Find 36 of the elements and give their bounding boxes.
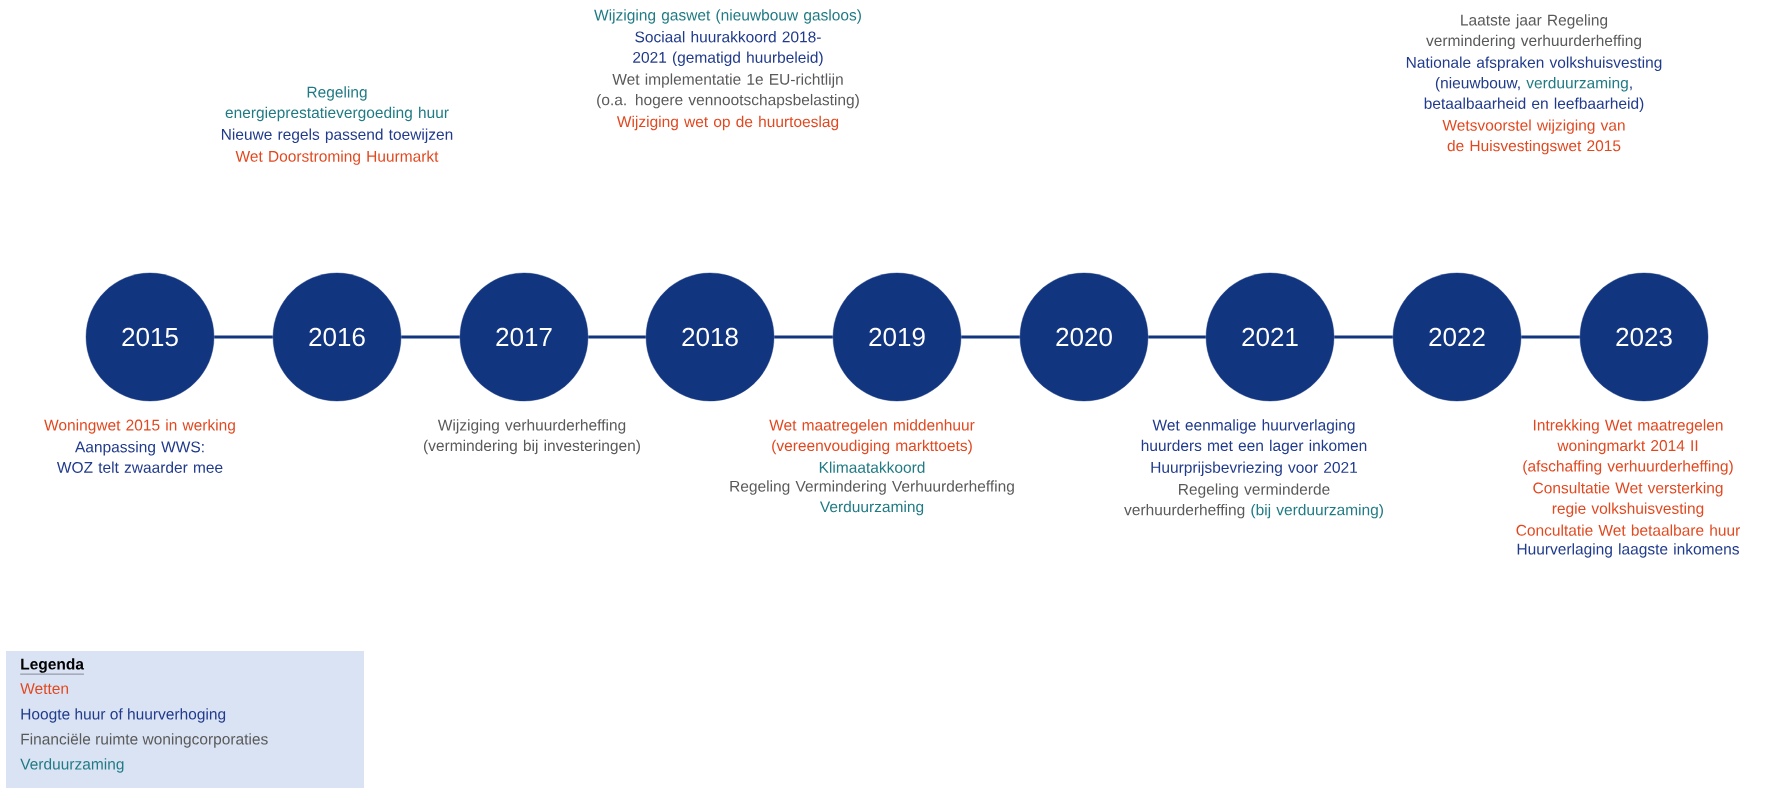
timeline-line — [1334, 335, 1393, 339]
event-text: Laatste jaar Regeling vermindering verhuurderheffing — [1426, 14, 1641, 50]
event-text: Huurverlaging laagste inkomens — [1517, 543, 1739, 558]
event-text: Wijziging gaswet (nieuwbouw gasloos) — [594, 9, 861, 24]
timeline-line — [1521, 335, 1580, 339]
event-text: Huurprijsbevriezing voor 2021 — [1151, 461, 1357, 476]
legend-title: Legenda — [20, 658, 85, 675]
timeline-line — [961, 335, 1020, 339]
event-text: Intrekking Wet maatregelen woningmarkt 2014 II (afschaffing verhuurderheffing) — [1523, 419, 1733, 475]
timeline-line — [1148, 335, 1206, 339]
event-text: Wet implementatie 1e EU-richtlijn (o.a. hogere vennootschapsbelasting) — [597, 73, 859, 109]
event-text: Woningwet 2015 in werking — [44, 419, 235, 434]
event-text: Wetsvoorstel wijziging van de Huisvestingswet 2015 — [1442, 119, 1625, 155]
legend-entry: Verduurzaming — [20, 758, 124, 773]
event-text: Wijziging verhuurderheffing (vermindering bij investeringen) — [424, 419, 640, 455]
event-text: Nationale afspraken volkshuisvesting (nieuwbouw, verduurzaming, betaalbaarheid en leefbaarheid) — [1406, 56, 1662, 112]
event-text: Concultatie Wet betaalbare huur — [1516, 524, 1740, 536]
event-text: Nieuwe regels passend toewijzen — [221, 128, 453, 143]
event-text: Regeling energieprestatievergoeding huur — [225, 86, 449, 122]
event-text: Klimaatakkoord — [819, 461, 925, 473]
event-text: Regeling verminderde verhuurderheffing (bij verduurzaming) — [1124, 483, 1383, 519]
timeline-line — [214, 335, 273, 339]
timeline-line — [774, 335, 833, 339]
event-text: Wijziging wet op de huurtoeslag — [616, 115, 839, 131]
event-text: Wet eenmalige huurverlaging huurders met een lager inkomen — [1141, 419, 1367, 455]
event-text: Sociaal huurakkoord 2018-2021 (gematigd huurbeleid) — [633, 31, 823, 66]
timeline-line — [588, 335, 646, 339]
event-text: Consultatie Wet versterking regie volkshuisvesting — [1533, 482, 1723, 517]
event-text: Aanpassing WWS: WOZ telt zwaarder mee — [56, 441, 223, 473]
timeline-line — [401, 335, 460, 339]
legend-entry: Wetten — [20, 683, 68, 695]
event-text: Wet Doorstroming Huurmarkt — [235, 150, 439, 165]
event-text: Regeling Vermindering Verhuurderheffing Verduurzaming — [730, 480, 1014, 516]
event-text: Wet maatregelen middenhuur (vereenvoudiging markttoets) — [769, 419, 975, 455]
legend-entry: Hoogte huur of huurverhoging — [21, 708, 226, 723]
legend-entry: Financiële ruimte woningcorporaties — [21, 733, 268, 748]
